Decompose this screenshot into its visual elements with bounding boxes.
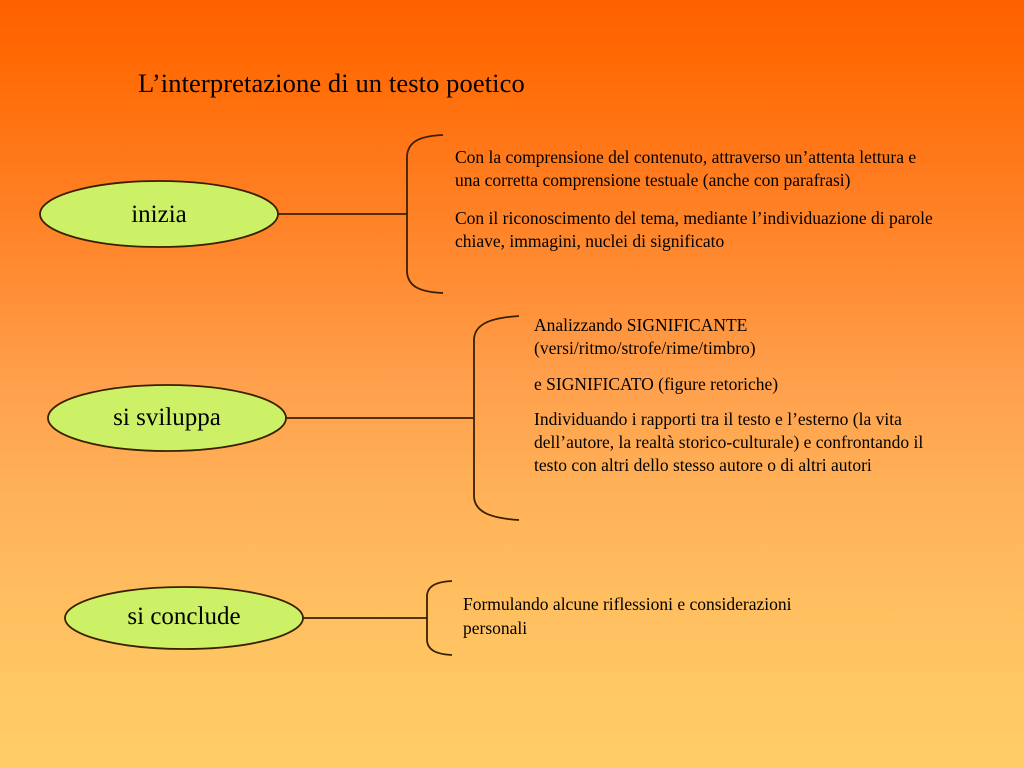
branch-paragraph: e SIGNIFICATO (figure retoriche) [534,373,779,394]
branch-paragraph: Con il riconoscimento del tema, mediante… [455,207,933,251]
bracket-inizia [406,134,444,294]
branch-text-si-conclude: Formulando alcune riflessioni e consider… [463,593,793,641]
node-ellipse-si-sviluppa[interactable] [47,384,287,452]
bracket-si-conclude [426,580,453,656]
branch-paragraph: Individuando i rapporti tra il testo e l… [534,408,924,476]
bracket-si-sviluppa [473,315,520,521]
node-ellipse-inizia[interactable] [39,180,279,248]
branch-paragraph: Analizzando SIGNIFICANTE (versi/ritmo/st… [534,315,756,359]
branch-text-inizia: Con la comprensione del contenuto, attra… [455,146,935,253]
branch-text-si-sviluppa: Analizzando SIGNIFICANTE (versi/ritmo/st… [534,314,946,478]
branch-paragraph: Con la comprensione del contenuto, attra… [455,147,917,191]
page-title: L’interpretazione di un testo poetico [138,68,525,98]
branch-paragraph: Formulando alcune riflessioni e consider… [463,594,792,638]
node-ellipse-si-conclude[interactable] [64,586,304,650]
